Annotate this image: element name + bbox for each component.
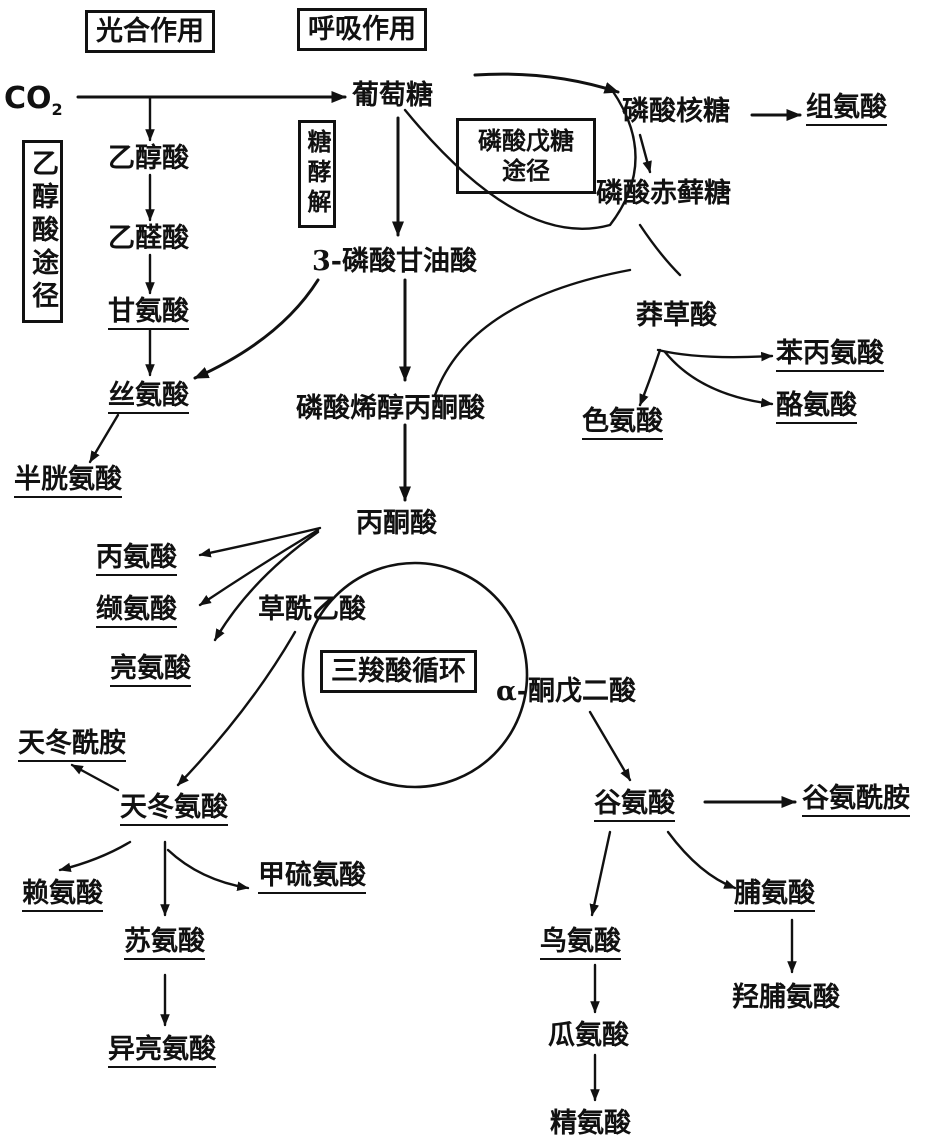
node-arginine: 精氨酸 bbox=[550, 1108, 631, 1139]
header-photosynthesis: 光合作用 bbox=[85, 10, 215, 53]
node-alanine: 丙氨酸 bbox=[96, 544, 177, 576]
arrow-shikimic-phenylalanine bbox=[656, 348, 774, 362]
node-lysine: 赖氨酸 bbox=[22, 880, 103, 912]
node-glutamine: 谷氨酰胺 bbox=[802, 785, 910, 817]
node-valine: 缬氨酸 bbox=[96, 596, 177, 628]
arrow-pyruvate-leucine bbox=[213, 530, 320, 642]
arrow-shikimic-tyrosine bbox=[663, 350, 774, 408]
arrow-erythrose-shikimic bbox=[638, 223, 682, 277]
node-histidine: 组氨酸 bbox=[806, 94, 887, 126]
arrow-serine-cysteine bbox=[88, 413, 120, 464]
arrow-aspartate-methionine bbox=[166, 848, 250, 891]
arrow-glutamate-ornithine bbox=[589, 830, 612, 917]
pathway-glycolysis: 糖酵解 bbox=[298, 120, 336, 228]
arrow-oxaloacetate-aspartate bbox=[176, 630, 297, 787]
node-glyoxylic-acid: 乙醛酸 bbox=[108, 223, 189, 254]
pathway-tca-cycle: 三羧酸循环 bbox=[320, 650, 477, 693]
node-tyrosine: 酪氨酸 bbox=[776, 392, 857, 424]
node-pyruvate: 丙酮酸 bbox=[356, 508, 437, 539]
node-aspartate: 天冬氨酸 bbox=[120, 794, 228, 826]
node-hydroxyproline: 羟脯氨酸 bbox=[732, 982, 840, 1013]
node-asparagine: 天冬酰胺 bbox=[18, 730, 126, 762]
node-ribose-phosphate: 磷酸核糖 bbox=[622, 96, 730, 127]
arrow-pyruvate-alanine bbox=[198, 526, 322, 558]
node-erythrose-phosphate: 磷酸赤藓糖 bbox=[596, 178, 731, 209]
node-glucose: 葡萄糖 bbox=[352, 80, 433, 111]
arrow-glutamate-proline bbox=[666, 830, 737, 890]
node-methionine: 甲硫氨酸 bbox=[258, 862, 366, 894]
node-phenylalanine: 苯丙氨酸 bbox=[776, 340, 884, 372]
node-leucine: 亮氨酸 bbox=[110, 655, 191, 687]
arrow-glucose-ribose bbox=[473, 72, 620, 94]
arrow-pga-serine bbox=[193, 278, 320, 380]
pathway-glycolate: 乙醇酸途径 bbox=[22, 140, 63, 323]
node-shikimic-acid: 莽草酸 bbox=[636, 300, 717, 331]
arrow-pyruvate-valine bbox=[198, 528, 320, 607]
co2-label: CO2 bbox=[4, 84, 63, 118]
node-serine: 丝氨酸 bbox=[108, 382, 189, 414]
node-cysteine: 半胱氨酸 bbox=[14, 466, 122, 498]
node-alpha-ketoglutarate: α-酮戊二酸 bbox=[496, 676, 636, 707]
arrow-aspartate-asparagine bbox=[70, 763, 120, 792]
node-glutamate: 谷氨酸 bbox=[594, 790, 675, 822]
arrow-aspartate-lysine bbox=[58, 840, 132, 873]
node-glycolic-acid: 乙醇酸 bbox=[108, 143, 189, 174]
arrow-akg-glutamate bbox=[588, 710, 632, 782]
node-tryptophan: 色氨酸 bbox=[582, 408, 663, 440]
node-phosphoenolpyruvate: 磷酸烯醇丙酮酸 bbox=[296, 393, 485, 424]
node-threonine: 苏氨酸 bbox=[124, 928, 205, 960]
pathway-pentose-phosphate: 磷酸戊糖途径 bbox=[456, 118, 596, 194]
arrow-pep-shikimic bbox=[433, 268, 632, 397]
node-3-phosphoglycerate: 3-磷酸甘油酸 bbox=[312, 246, 477, 277]
node-oxaloacetate: 草酰乙酸 bbox=[258, 594, 366, 625]
pentose-phosphate-arc bbox=[403, 88, 637, 230]
co2-subscript: 2 bbox=[51, 100, 63, 119]
tca-cycle-circle bbox=[301, 561, 529, 789]
node-glycine: 甘氨酸 bbox=[108, 298, 189, 330]
arrow-shikimic-tryptophan bbox=[638, 348, 662, 407]
arrow-ribose-erythrose bbox=[638, 133, 652, 174]
node-citrulline: 瓜氨酸 bbox=[548, 1020, 629, 1051]
header-respiration: 呼吸作用 bbox=[297, 8, 427, 51]
node-proline: 脯氨酸 bbox=[734, 880, 815, 912]
node-isoleucine: 异亮氨酸 bbox=[108, 1036, 216, 1068]
co2-main: CO bbox=[4, 81, 52, 116]
node-ornithine: 鸟氨酸 bbox=[540, 928, 621, 960]
